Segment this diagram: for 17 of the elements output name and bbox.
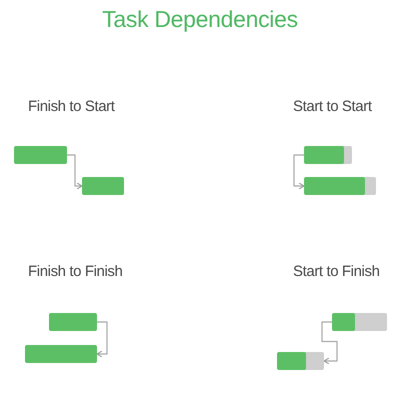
task-bar: [277, 352, 324, 370]
task-bar: [14, 146, 67, 164]
task-bar: [25, 345, 97, 363]
section-heading: Finish to Finish: [28, 263, 122, 280]
task-bar: [304, 177, 376, 195]
task-bar: [49, 313, 97, 331]
section-heading: Start to Finish: [293, 263, 380, 280]
dependency-arrow: [321, 321, 338, 364]
dependency-arrow: [293, 154, 304, 190]
dependency-arrow: [67, 154, 82, 190]
dependency-arrow: [96, 321, 108, 358]
section-heading: Finish to Start: [28, 98, 115, 115]
task-bar: [332, 313, 387, 331]
task-bar: [82, 177, 124, 195]
task-bar: [304, 146, 352, 164]
section-heading: Start to Start: [293, 98, 372, 115]
title: Task Dependencies: [102, 6, 298, 33]
